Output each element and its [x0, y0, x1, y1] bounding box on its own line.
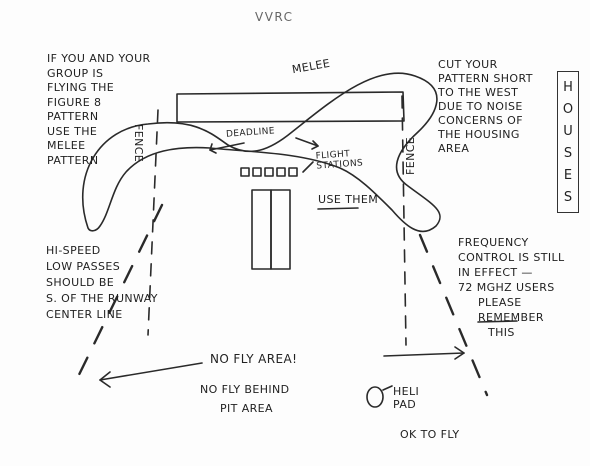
left-boundary-line	[72, 203, 164, 387]
runway-right	[270, 189, 291, 270]
diagram-title: VVRC	[255, 10, 294, 24]
use-them-label: USE THEM	[318, 193, 379, 206]
hispeed-note: HI-SPEED LOW PASSES SHOULD BE S. OF THE …	[46, 244, 158, 321]
fence-left-label: FENCE	[132, 124, 145, 163]
no-fly-arrow-left	[99, 362, 203, 381]
melee-pattern-loop	[82, 72, 441, 233]
deadline-arrow-left	[209, 142, 245, 151]
flight-station-3	[264, 167, 274, 177]
no-fly-area-label: NO FLY AREA!	[210, 352, 298, 366]
runway-left	[251, 189, 272, 270]
flight-station-5	[288, 167, 298, 177]
flight-station-4	[276, 167, 286, 177]
west-noise-note: CUT YOUR PATTERN SHORT TO THE WEST DUE T…	[438, 58, 533, 155]
fence-right-line	[401, 95, 407, 346]
frequency-note: FREQUENCY CONTROL IS STILL IN EFFECT — 7…	[458, 236, 565, 339]
ok-to-fly-label: OK TO FLY	[400, 428, 460, 441]
houses-box: H O U S E S	[557, 71, 579, 213]
heli-pad-circle	[366, 386, 384, 408]
heli-pad-label: HELI PAD	[393, 385, 420, 411]
fence-right-label: FENCE	[404, 136, 417, 175]
flight-station-2	[252, 167, 262, 177]
right-boundary-line	[418, 233, 489, 397]
no-fly-arrow-right	[383, 352, 465, 357]
no-fly-behind-pit-note: NO FLY BEHIND PIT AREA	[200, 383, 290, 415]
deadline-arrow-right	[295, 137, 319, 147]
figure8-note: IF YOU AND YOUR GROUP IS FLYING THE FIGU…	[47, 52, 151, 167]
pit-area-rectangle	[176, 91, 405, 123]
fence-left-line	[147, 109, 159, 336]
flight-stations-label: FLIGHT STATIONS	[315, 149, 364, 172]
flight-station-1	[240, 167, 250, 177]
